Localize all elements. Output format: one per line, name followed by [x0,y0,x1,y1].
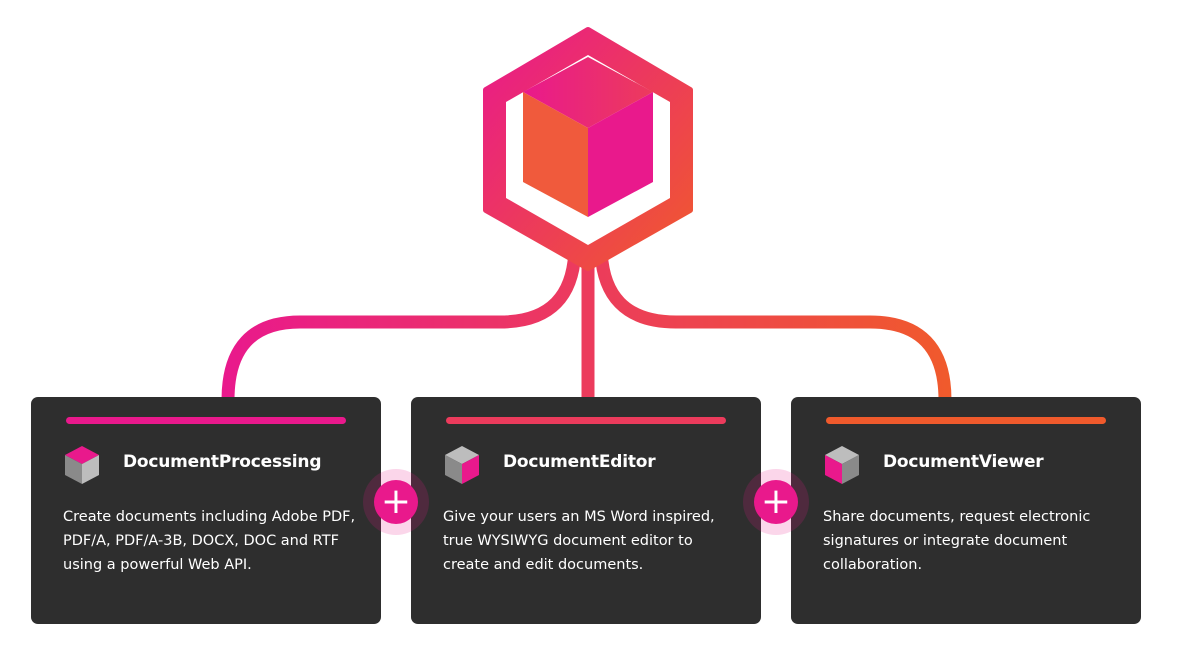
card-document-viewer[interactable]: DocumentViewer Share documents, request … [791,397,1141,624]
card-description: Share documents, request electronic sign… [823,509,1091,573]
card-title: DocumentViewer [883,452,1044,472]
cube-icon [523,57,653,217]
cube-icon [445,446,479,484]
cube-icon [825,446,859,484]
card-accent-bar [446,417,726,424]
plus-icon: + [374,480,418,524]
plus-connector-1: + [363,469,429,535]
card-document-processing[interactable]: DocumentProcessing Create documents incl… [31,397,381,624]
card-document-editor[interactable]: DocumentEditor Give your users an MS Wor… [411,397,761,624]
plus-connector-2: + [743,469,809,535]
card-accent-bar [66,417,346,424]
card-accent-bar [826,417,1106,424]
branch-right [594,238,952,407]
plus-icon: + [754,480,798,524]
card-description: Create documents including Adobe PDF, PD… [63,509,356,573]
card-title: DocumentProcessing [123,452,322,472]
card-title: DocumentEditor [503,452,656,472]
card-description: Give your users an MS Word inspired, tru… [443,509,715,573]
branch-left [221,238,582,407]
cube-icon [65,446,99,484]
